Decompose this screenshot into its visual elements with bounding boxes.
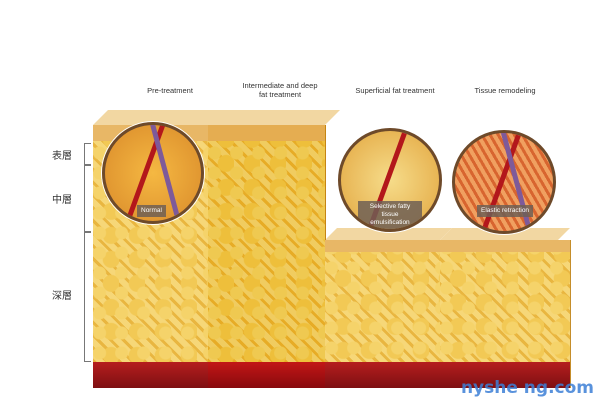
- skin-layer: [325, 240, 440, 252]
- bracket-deep: [84, 232, 91, 362]
- muscle-band: [208, 362, 325, 388]
- callout-retraction: Elastic retraction: [477, 205, 534, 217]
- callout-emulsification: Selective fatty tissue emulsification: [358, 201, 422, 229]
- label-epidermis: 表層: [52, 151, 72, 162]
- skin-layer: [208, 125, 325, 141]
- tissue-block-intermediate: [208, 125, 326, 388]
- tissue-block-superficial: [325, 240, 441, 388]
- muscle-band: [93, 362, 208, 388]
- label-deep: 深層: [52, 291, 72, 302]
- muscle-band: [440, 362, 570, 388]
- header-remodeling: Tissue remodeling: [474, 86, 536, 95]
- tissue-block-remodeling: [440, 240, 571, 388]
- header-superficial: Superficial fat treatment: [355, 86, 435, 95]
- block-top-2: [208, 110, 340, 125]
- skin-layer: [440, 240, 570, 252]
- header-intermediate-deep: Intermediate and deep fat treatment: [242, 81, 318, 99]
- watermark: nyshe ng.com: [460, 378, 594, 398]
- callout-normal: Normal: [137, 205, 166, 217]
- bracket-middle: [84, 165, 91, 232]
- magnified-view-retraction: Elastic retraction: [452, 130, 556, 234]
- magnified-view-emulsification: Selective fatty tissue emulsification: [338, 128, 442, 232]
- magnified-view-normal: Normal: [102, 122, 204, 224]
- label-middle: 中層: [52, 195, 72, 206]
- bracket-epidermis: [84, 143, 91, 165]
- header-pre-treatment: Pre-treatment: [147, 86, 193, 95]
- muscle-band: [325, 362, 440, 388]
